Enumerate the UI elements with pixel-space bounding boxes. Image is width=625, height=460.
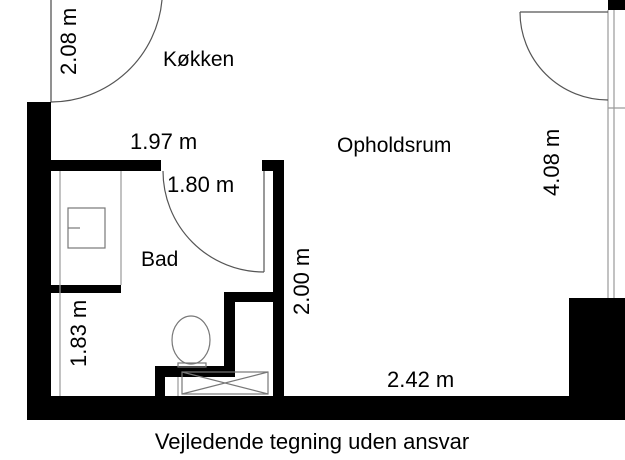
sink [67, 207, 106, 249]
toilet-tank [177, 362, 207, 368]
wall-shower-vertical [224, 292, 235, 366]
dim-living-height: 4.08 m [539, 129, 564, 196]
wall-shower-top [224, 292, 274, 302]
walls [27, 0, 625, 420]
dim-bottom-width: 2.42 m [387, 367, 454, 392]
dim-bath-height: 2.00 m [289, 248, 314, 315]
room-label-kitchen: Køkken [163, 48, 234, 71]
right-door-arc [519, 11, 609, 101]
doors [50, 0, 609, 273]
dim-bath-width: 1.80 m [167, 172, 234, 197]
dim-bath-lower-height: 1.83 m [66, 300, 91, 367]
dim-kitchen-height: 2.08 m [56, 8, 81, 75]
shower-floor [181, 371, 269, 395]
wall-right-lower [569, 298, 625, 398]
shower-cross-b [181, 371, 269, 395]
shower-tray [181, 371, 269, 395]
wall-shower-step-down [155, 366, 165, 398]
wall-bath-inner-left [51, 285, 121, 293]
wall-right-top [608, 0, 625, 10]
wall-bath-right [273, 160, 284, 398]
room-label-bath: Bad [141, 248, 178, 271]
wall-bath-top [51, 160, 161, 171]
wall-bottom-outer [27, 396, 625, 420]
dim-kitchen-width: 1.97 m [130, 129, 197, 154]
toilet [171, 315, 211, 368]
thin-lines [50, 0, 625, 396]
bath-door-arc [162, 170, 265, 273]
wall-left-outer [27, 102, 51, 420]
room-label-living: Opholdsrum [337, 134, 451, 157]
toilet-bowl [171, 315, 211, 365]
caption: Vejledende tegning uden ansvar [155, 429, 469, 454]
kitchen-door-arc [50, 0, 163, 103]
